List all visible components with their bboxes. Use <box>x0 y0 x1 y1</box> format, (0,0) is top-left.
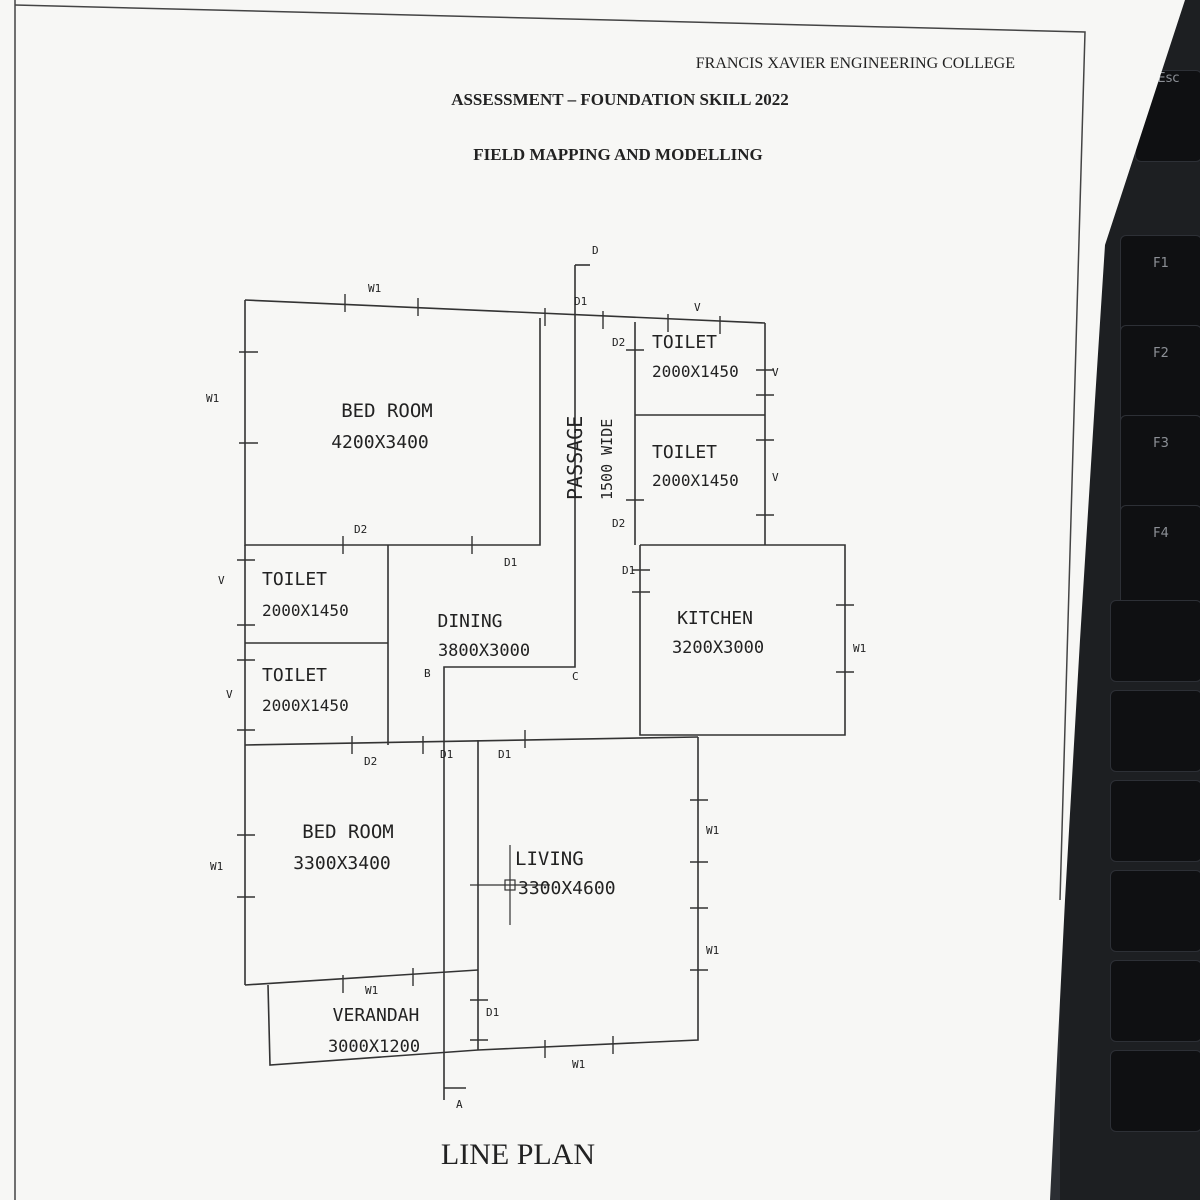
window-label: W1 <box>368 282 381 295</box>
key-f4: F4 <box>1120 505 1200 607</box>
vent-label: V <box>218 574 225 587</box>
section-label: D <box>592 244 599 257</box>
section-label: A <box>456 1098 463 1111</box>
key <box>1110 600 1200 682</box>
page-border-top <box>14 4 1086 901</box>
wall <box>244 300 541 546</box>
window-label: W1 <box>706 944 719 957</box>
wall <box>244 969 479 986</box>
living-name: LIVING <box>515 848 584 870</box>
toilet-tr2-size: 2000X1450 <box>652 471 739 490</box>
key-f2: F2 <box>1120 325 1200 427</box>
passage-width: 1500 WIDE <box>598 419 616 500</box>
vent-label: V <box>772 366 779 379</box>
toilet-l1-name: TOILET <box>262 569 327 590</box>
toilet-l2-name: TOILET <box>262 665 327 686</box>
door-label: D1 <box>574 295 587 308</box>
bedroom2-name: BED ROOM <box>302 821 394 843</box>
wall <box>244 299 766 324</box>
bedroom2-size: 3300X3400 <box>293 853 391 874</box>
key <box>1110 690 1200 772</box>
kitchen-name: KITCHEN <box>677 608 753 629</box>
assessment-title: ASSESSMENT – FOUNDATION SKILL 2022 <box>451 90 789 109</box>
vent-label: V <box>772 471 779 484</box>
line-plan-title: LINE PLAN <box>441 1138 595 1171</box>
floor-plan <box>237 264 854 1100</box>
toilet-tr1-name: TOILET <box>652 332 717 353</box>
door-label: D1 <box>504 556 517 569</box>
wall <box>477 737 699 1051</box>
key-f1: F1 <box>1120 235 1200 337</box>
dining-size: 3800X3000 <box>438 641 530 661</box>
dining-name: DINING <box>437 611 502 632</box>
toilet-tr2-name: TOILET <box>652 442 717 463</box>
key-f3: F3 <box>1120 415 1200 517</box>
key <box>1110 780 1200 862</box>
key <box>1110 960 1200 1042</box>
door-label: D1 <box>440 748 453 761</box>
window-label: W1 <box>572 1058 585 1071</box>
verandah-name: VERANDAH <box>333 1005 420 1026</box>
toilet-l1-size: 2000X1450 <box>262 601 349 620</box>
toilet-l2-size: 2000X1450 <box>262 696 349 715</box>
section-line <box>443 265 576 1100</box>
section-label: B <box>424 667 431 680</box>
wall <box>267 984 479 1066</box>
door-label: D1 <box>498 748 511 761</box>
college-name: FRANCIS XAVIER ENGINEERING COLLEGE <box>696 55 1015 72</box>
section-label: C <box>572 670 579 683</box>
toilet-tr1-size: 2000X1450 <box>652 362 739 381</box>
keyboard: Esc F1 F2 F3 F4 <box>1060 0 1200 1200</box>
wall <box>639 544 846 736</box>
key <box>1110 870 1200 952</box>
passage-name: PASSAGE <box>563 416 587 500</box>
window-label: W1 <box>206 392 219 405</box>
key <box>1110 1050 1200 1132</box>
living-size: 3300X4600 <box>518 878 616 899</box>
kitchen-size: 3200X3000 <box>672 638 764 658</box>
door-label: D2 <box>612 517 625 530</box>
window-label: W1 <box>365 984 378 997</box>
bedroom1-size: 4200X3400 <box>331 432 429 453</box>
subject-title: FIELD MAPPING AND MODELLING <box>473 145 762 164</box>
door-label: D2 <box>364 755 377 768</box>
verandah-size: 3000X1200 <box>328 1037 420 1057</box>
wall <box>244 736 699 746</box>
vent-label: V <box>694 301 701 314</box>
vent-label: V <box>226 688 233 701</box>
door-label: D1 <box>622 564 635 577</box>
bedroom1-name: BED ROOM <box>341 400 433 422</box>
door-label: D2 <box>612 336 625 349</box>
window-label: W1 <box>210 860 223 873</box>
window-label: W1 <box>706 824 719 837</box>
window-label: W1 <box>853 642 866 655</box>
door-label: D2 <box>354 523 367 536</box>
door-label: D1 <box>486 1006 499 1019</box>
